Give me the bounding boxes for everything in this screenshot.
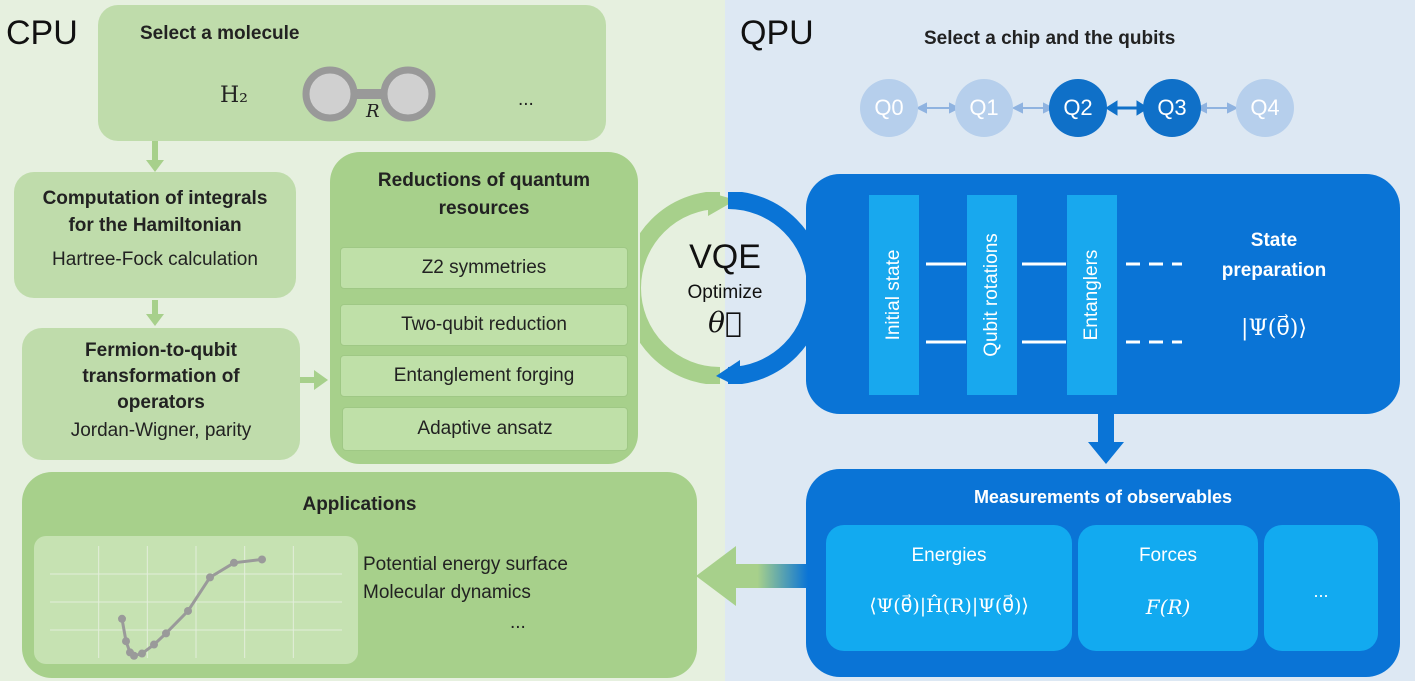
circuit-column-entanglers: Entanglers bbox=[1067, 195, 1117, 395]
pes-point bbox=[162, 629, 170, 638]
qubit-q3[interactable]: Q3 bbox=[1143, 79, 1201, 137]
measurements-more: ... bbox=[1313, 581, 1329, 601]
qubit-rotations-label: Qubit rotations bbox=[981, 233, 1002, 357]
qubit-q4[interactable]: Q4 bbox=[1236, 79, 1294, 137]
vqe-cycle-arrows-icon bbox=[640, 192, 815, 384]
circuit-column-initial-state: Initial state bbox=[869, 195, 919, 395]
measurements-title: Measurements of observables bbox=[973, 487, 1233, 507]
molecule-more: ... bbox=[518, 89, 534, 110]
qubit-q2[interactable]: Q2 bbox=[1049, 79, 1107, 137]
applications-more: ... bbox=[510, 612, 526, 633]
state-prep-title-2: preparation bbox=[1221, 260, 1327, 281]
fermion-title-2: transformation of bbox=[82, 366, 240, 387]
state-expression: |Ψ(θ⃗)⟩ bbox=[1241, 316, 1307, 341]
pes-point bbox=[138, 649, 146, 658]
circuit-wires bbox=[926, 262, 1182, 344]
fermion-detail: Jordan-Wigner, parity bbox=[70, 420, 252, 441]
forces-expression: F(R) bbox=[1145, 595, 1191, 619]
forces-title: Forces bbox=[1138, 545, 1198, 566]
applications-box: Applications Potential energy surface Mo… bbox=[22, 472, 697, 678]
pes-curve-plot bbox=[50, 546, 342, 660]
qpu-label: QPU bbox=[740, 14, 814, 52]
forces-card: Forces F(R) bbox=[1078, 525, 1258, 651]
reductions-title-1: Reductions of quantum bbox=[377, 170, 591, 191]
vqe-optimize-label: Optimize bbox=[687, 282, 763, 303]
measurements-box: Measurements of observables Energies ⟨Ψ(… bbox=[806, 469, 1400, 677]
integrals-title-2: for the Hamiltonian bbox=[68, 215, 242, 236]
h2-molecule-icon bbox=[302, 66, 436, 122]
initial-state-label: Initial state bbox=[883, 249, 904, 341]
reduction-item: Two-qubit reduction bbox=[340, 304, 628, 346]
bond-length-label: R bbox=[366, 101, 380, 122]
molecule-formula: H₂ bbox=[220, 83, 249, 108]
pes-point bbox=[184, 606, 192, 615]
applications-title: Applications bbox=[302, 494, 417, 515]
state-prep-title-1: State bbox=[1250, 230, 1298, 251]
molecule-title: Select a molecule bbox=[140, 23, 300, 44]
circuit-column-qubit-rotations: Qubit rotations bbox=[967, 195, 1017, 395]
qubit-q1[interactable]: Q1 bbox=[955, 79, 1013, 137]
application-item: Molecular dynamics bbox=[363, 582, 531, 603]
reductions-title-2: resources bbox=[438, 198, 530, 219]
energies-title: Energies bbox=[911, 545, 987, 566]
qubit-couplings bbox=[915, 100, 1239, 116]
fermion-title-3: operators bbox=[117, 392, 205, 413]
fermion-box: Fermion-to-qubit transformation of opera… bbox=[22, 328, 300, 460]
integrals-box: Computation of integrals for the Hamilto… bbox=[14, 172, 296, 298]
energies-card: Energies ⟨Ψ(θ⃗)|Ĥ(R)|Ψ(θ⃗)⟩ bbox=[826, 525, 1072, 651]
pes-point bbox=[206, 573, 214, 582]
application-item: Potential energy surface bbox=[363, 554, 568, 575]
vqe-parameter: θ⃗ bbox=[708, 306, 742, 339]
pes-point bbox=[258, 555, 266, 564]
cpu-connectors bbox=[146, 140, 328, 390]
pes-point bbox=[118, 614, 126, 623]
pes-point bbox=[150, 640, 158, 649]
pes-plot bbox=[34, 536, 358, 664]
integrals-detail: Hartree-Fock calculation bbox=[52, 249, 258, 270]
molecule-box: Select a molecule H₂ R ... bbox=[98, 5, 606, 141]
feedback-arrow-icon bbox=[696, 546, 808, 606]
reduction-item: Entanglement forging bbox=[340, 355, 628, 397]
chip-title: Select a chip and the qubits bbox=[924, 28, 1176, 49]
pes-point bbox=[230, 558, 238, 567]
energies-expression: ⟨Ψ(θ⃗)|Ĥ(R)|Ψ(θ⃗)⟩ bbox=[869, 595, 1029, 617]
cpu-label: CPU bbox=[6, 14, 78, 52]
entanglers-label: Entanglers bbox=[1081, 249, 1102, 341]
reduction-item: Adaptive ansatz bbox=[342, 407, 628, 451]
reduction-item: Z2 symmetries bbox=[340, 247, 628, 289]
vqe-label: VQE bbox=[689, 238, 761, 276]
more-card: ... bbox=[1264, 525, 1378, 651]
integrals-title-1: Computation of integrals bbox=[42, 188, 268, 209]
qubit-q0[interactable]: Q0 bbox=[860, 79, 918, 137]
pes-point bbox=[122, 637, 130, 646]
pes-point bbox=[130, 651, 138, 660]
fermion-title-1: Fermion-to-qubit bbox=[85, 340, 237, 361]
down-arrow-icon bbox=[1088, 414, 1124, 464]
